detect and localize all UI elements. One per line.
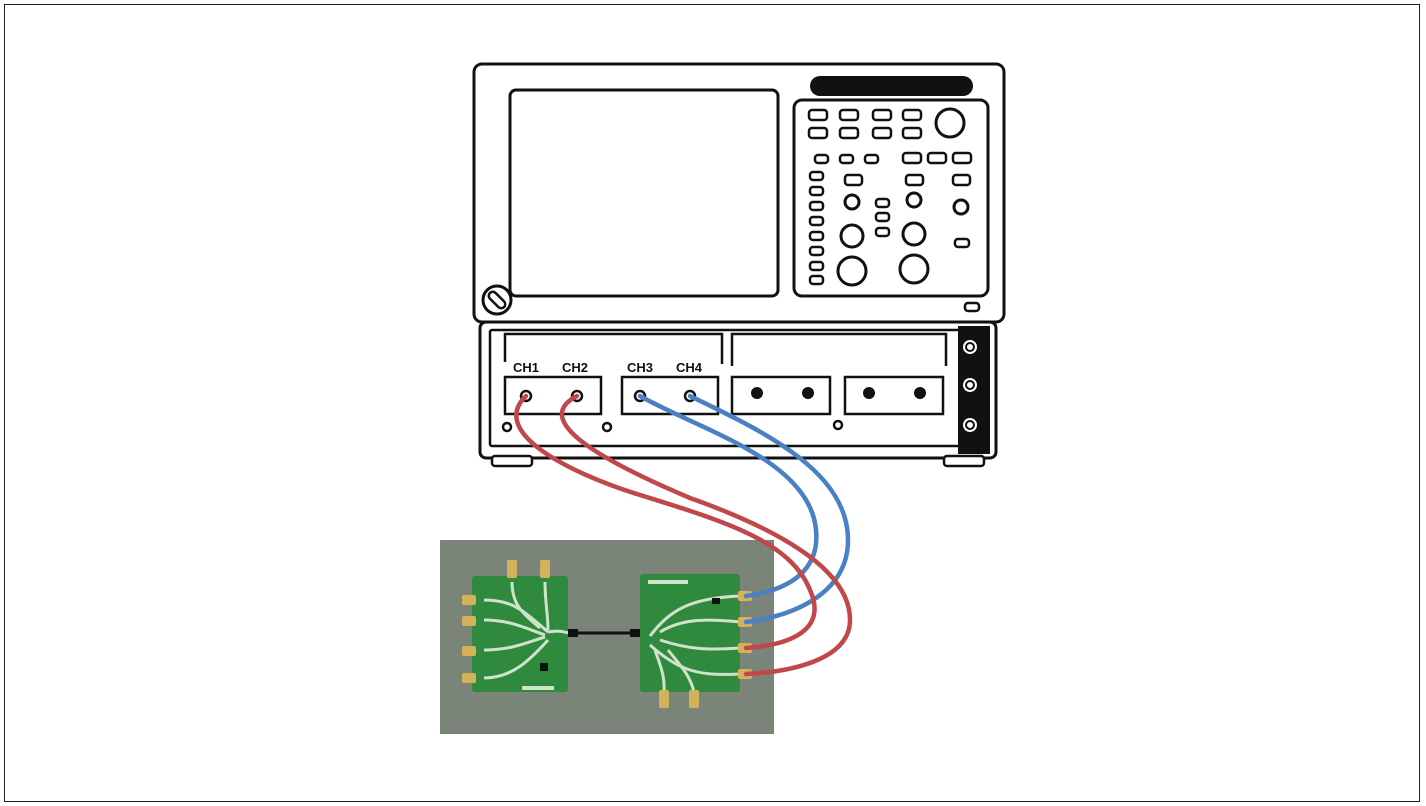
oscilloscope <box>472 62 1006 324</box>
scope-button[interactable] <box>808 170 825 182</box>
board-interconnect <box>568 629 640 637</box>
scope-knob[interactable] <box>934 107 966 139</box>
aux-input-group-1 <box>730 375 832 416</box>
scope-button[interactable] <box>871 108 893 122</box>
scope-knob[interactable] <box>843 193 861 211</box>
ch1-cable <box>514 393 817 651</box>
left-eval-board <box>462 560 569 692</box>
scope-button[interactable] <box>808 274 825 286</box>
scope-button[interactable] <box>863 153 880 165</box>
sma-connector <box>659 690 669 708</box>
scope-button[interactable] <box>951 173 972 187</box>
figure-frame <box>4 4 1420 802</box>
sma-connector <box>462 646 476 656</box>
scope-button[interactable] <box>926 151 948 165</box>
scope-button[interactable] <box>808 200 825 212</box>
ch3-cable <box>637 393 819 599</box>
scope-foot <box>490 454 534 468</box>
scope-button[interactable] <box>901 151 923 165</box>
ch4-label: CH4 <box>676 360 703 375</box>
sma-connector <box>462 616 476 626</box>
mount-screw <box>832 419 844 431</box>
aux-connector <box>802 387 814 399</box>
sma-connector <box>540 560 550 578</box>
sma-connector <box>689 690 699 708</box>
scope-small-indicator <box>963 301 981 313</box>
mount-screw <box>601 421 613 433</box>
scope-knob[interactable] <box>898 253 930 285</box>
scope-button[interactable] <box>808 245 825 257</box>
scope-knobs <box>836 107 970 287</box>
brand-strip <box>810 76 973 96</box>
ch2-cable <box>559 393 853 677</box>
scope-button[interactable] <box>843 173 864 187</box>
right-eval-board <box>640 574 752 708</box>
ch2-label: CH2 <box>562 360 588 375</box>
ch3-label: CH3 <box>627 360 653 375</box>
scope-button[interactable] <box>951 151 973 165</box>
scope-button[interactable] <box>808 230 825 242</box>
scope-button[interactable] <box>808 260 825 272</box>
scope-button[interactable] <box>904 173 925 187</box>
scope-button[interactable] <box>808 185 825 197</box>
ch4-cable <box>687 393 851 625</box>
scope-screen <box>508 88 780 298</box>
control-panel <box>792 98 990 298</box>
dut-photo <box>440 540 774 734</box>
sma-connector <box>507 560 517 578</box>
probe-cables <box>514 393 853 677</box>
aux-connector <box>863 387 875 399</box>
scope-button[interactable] <box>813 153 830 165</box>
aux-connector <box>751 387 763 399</box>
scope-button[interactable] <box>871 126 893 140</box>
mount-screw <box>501 421 513 433</box>
scope-button[interactable] <box>807 108 829 122</box>
scope-buttons <box>807 108 973 286</box>
scope-knob[interactable] <box>905 191 923 209</box>
scope-button[interactable] <box>807 126 829 140</box>
sma-connector <box>462 673 476 683</box>
aux-connector <box>914 387 926 399</box>
scope-knob[interactable] <box>839 223 865 249</box>
scope-foot <box>942 454 986 468</box>
aux-input-group-2 <box>843 375 945 416</box>
scope-button[interactable] <box>838 153 855 165</box>
scope-button[interactable] <box>953 237 971 249</box>
power-button-icon[interactable] <box>481 284 513 316</box>
scope-button[interactable] <box>838 108 860 122</box>
ch1-label: CH1 <box>513 360 539 375</box>
scope-knob[interactable] <box>836 255 868 287</box>
scope-button[interactable] <box>808 215 825 227</box>
scope-button[interactable] <box>874 226 891 238</box>
scope-button[interactable] <box>901 126 923 140</box>
scope-button[interactable] <box>874 211 891 223</box>
sma-connector <box>462 595 476 605</box>
scope-knob[interactable] <box>901 221 927 247</box>
scope-button[interactable] <box>874 197 891 209</box>
scope-button[interactable] <box>901 108 923 122</box>
scope-knob[interactable] <box>952 198 970 216</box>
scope-button[interactable] <box>838 126 860 140</box>
